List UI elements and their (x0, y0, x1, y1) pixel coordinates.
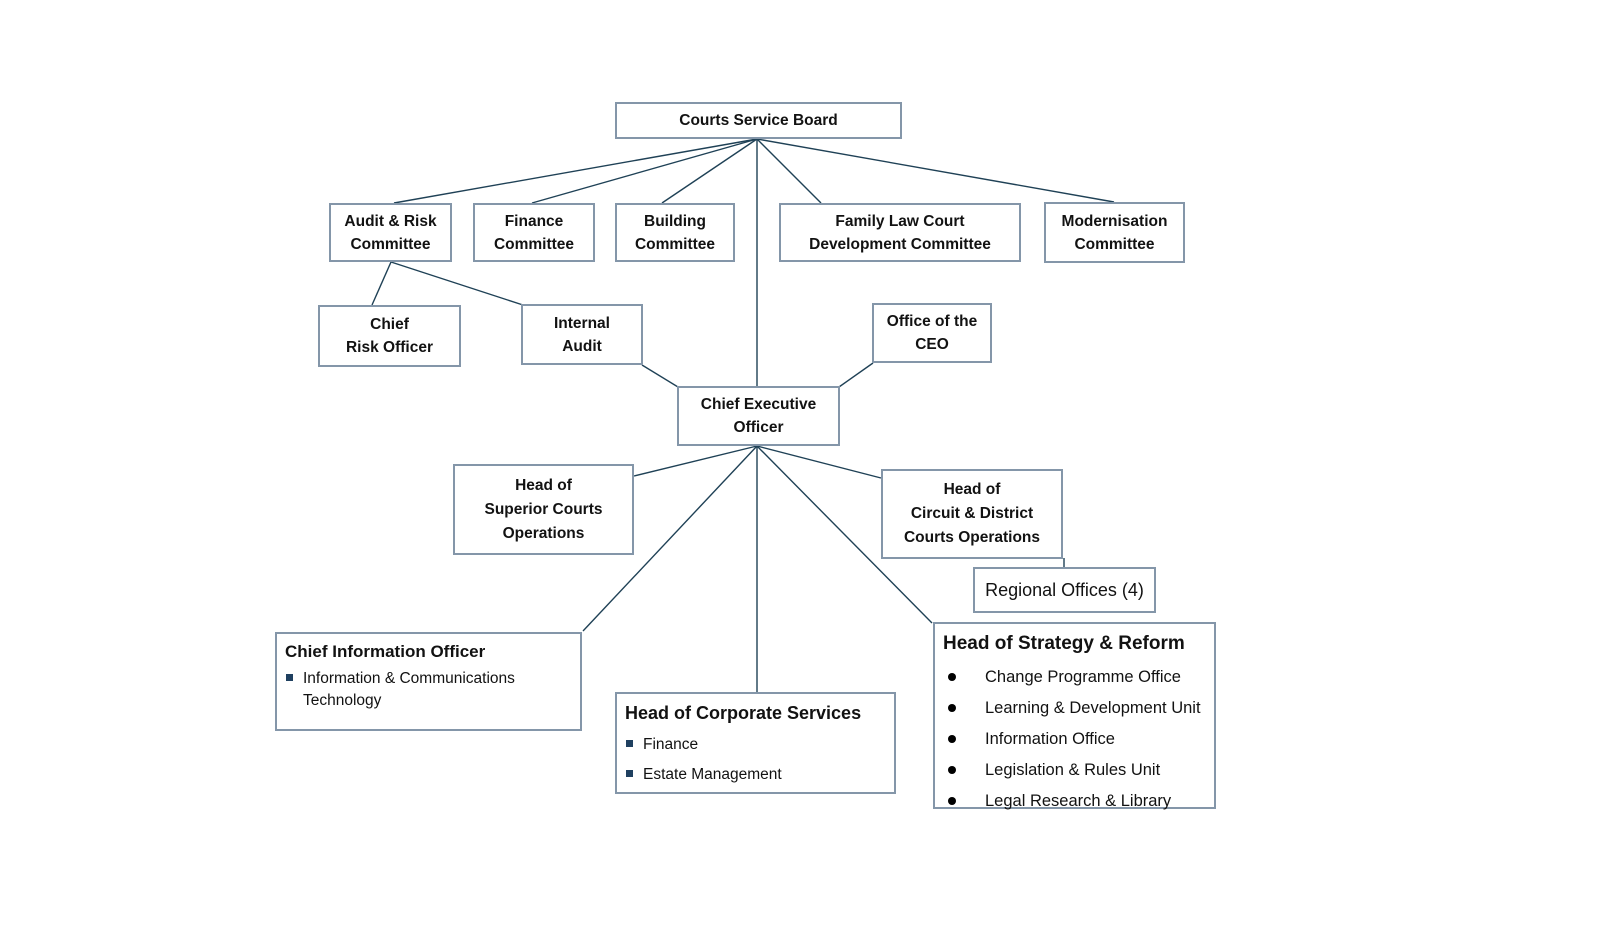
connector-line-csb-modern (756, 138, 1115, 203)
bullet-row: Estate Management (625, 764, 884, 786)
bullet-square-icon (626, 770, 633, 777)
bullet-text: Information & Communications Technology (303, 670, 515, 709)
connector-line-ceo-cio (582, 445, 758, 632)
connector-line-ia-ceo (641, 364, 679, 388)
node-label-line: Committee (1074, 235, 1155, 253)
node-label-line: Committee (350, 235, 431, 253)
connector-line-audit-cro (371, 261, 392, 306)
bullet-row: Finance (625, 734, 884, 756)
bullet-row: Legislation & Rules Unit (943, 759, 1204, 781)
bullet-row: Change Programme Office (943, 666, 1204, 688)
bullet-text: Change Programme Office (985, 668, 1181, 686)
bullet-disc-icon (948, 797, 956, 805)
bullet-text: Estate Management (643, 766, 782, 783)
node-label-line: Audit (562, 337, 602, 355)
bullet-square-icon (626, 740, 633, 747)
connector-line-csb-finance (531, 138, 758, 204)
connector-line-ceo-strategy (756, 445, 933, 624)
bullet-row: Learning & Development Unit (943, 697, 1204, 719)
connector-line-audit-ia (390, 261, 524, 306)
node-label-line: Head of (515, 476, 572, 494)
node-title: Head of Corporate Services (625, 703, 862, 723)
node-label-line: Finance (504, 212, 564, 230)
bullet-disc-icon (948, 673, 956, 681)
bullet-text: Finance (643, 736, 699, 753)
node-label-line: Chief Executive (700, 396, 817, 413)
bullet-disc-icon (948, 766, 956, 774)
node-label-line: Courts Operations (903, 529, 1041, 546)
node-label-line: Regional Offices (4) (985, 579, 1144, 600)
node-label-line: Circuit & District (910, 505, 1034, 522)
bullet-row: Information & Communications Technology (285, 668, 570, 712)
connector-line-oceo-ceo (838, 362, 874, 388)
node-label-line: Building (644, 212, 706, 230)
node-label-line: Operations (502, 524, 585, 542)
node-label-line: Committee (493, 235, 575, 253)
node-label-line: Head of (943, 481, 1001, 498)
bullet-square-icon (286, 674, 293, 681)
node-label-line: Internal (554, 314, 610, 332)
bullet-row: Information Office (943, 728, 1204, 750)
bullet-row: Legal Research & Library (943, 790, 1204, 812)
org-node-regional: Regional Offices (4) (973, 567, 1156, 613)
org-node-csb: Courts Service Board (615, 102, 902, 139)
connector-line-ceo-superior (633, 445, 758, 477)
node-label-line: Office of the (886, 313, 978, 330)
node-label-line: Development Committee (809, 235, 991, 253)
node-title: Chief Information Officer (285, 642, 486, 661)
bullet-disc-icon (948, 704, 956, 712)
bullet-disc-icon (948, 735, 956, 743)
bullet-text: Learning & Development Unit (985, 699, 1201, 717)
node-label-line: Superior Courts (484, 500, 603, 518)
connector-line-ceo-circuit (756, 445, 882, 479)
node-label-line: Committee (634, 235, 716, 253)
node-label-line: Courts Service Board (679, 112, 838, 129)
node-label-line: CEO (915, 336, 949, 353)
node-label-line: Audit & Risk (344, 212, 437, 230)
connector-line-csb-audit (393, 138, 758, 204)
bullet-text: Information Office (985, 730, 1115, 748)
node-label-line: Chief (370, 316, 409, 333)
node-label-line: Family Law Court (835, 212, 965, 230)
connector-line-csb-building (661, 138, 758, 204)
node-label-line: Officer (733, 419, 784, 436)
node-label-line: Risk Officer (345, 339, 433, 356)
node-label-line: Modernisation (1061, 212, 1168, 230)
bullet-text: Legislation & Rules Unit (985, 761, 1161, 779)
bullet-text: Legal Research & Library (985, 792, 1172, 810)
connector-line-csb-family (756, 138, 822, 204)
node-title: Head of Strategy & Reform (943, 633, 1185, 654)
